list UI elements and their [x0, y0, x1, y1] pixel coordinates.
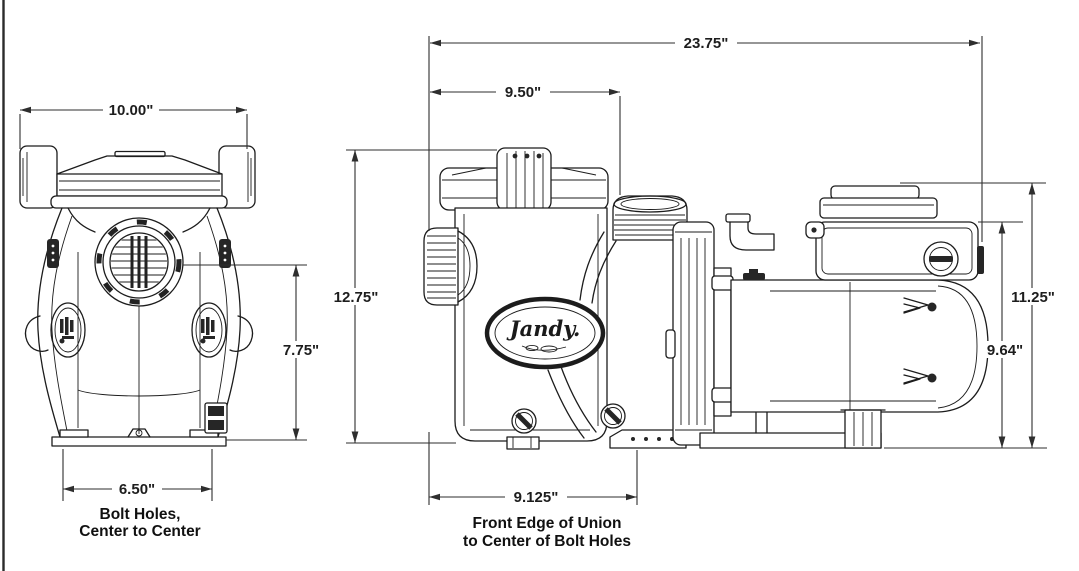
front-ear-left	[24, 315, 49, 352]
front-lid-band	[56, 173, 223, 197]
front-view-dimensions: 10.00" 7.75" 6.50" Bolt Holes, Center to…	[19, 101, 323, 540]
front-logo-pad-left	[50, 302, 86, 358]
side-drain-screw-right	[600, 403, 626, 429]
front-lid-dome	[56, 155, 223, 175]
front-caption-line1: Bolt Holes,	[100, 506, 181, 523]
front-strainer-port	[94, 217, 184, 307]
dim-front-bolt-holes: 6.50"	[119, 481, 155, 498]
front-view-drawing	[19, 145, 256, 447]
side-pot-foot	[506, 436, 540, 450]
conduit-port-dial	[923, 241, 959, 277]
side-lid-knob	[496, 147, 552, 211]
motor-drain-plug-upper	[903, 297, 937, 314]
side-seal-plate	[665, 221, 734, 446]
front-base-plate	[51, 436, 227, 447]
front-caption-line2: Center to Center	[79, 523, 200, 540]
side-strap-upper	[579, 231, 617, 304]
side-view-drawing: Jandy.	[423, 147, 989, 450]
side-caption-line2: to Center of Bolt Holes	[463, 533, 631, 550]
dim-side-front-to-union: 9.50"	[505, 84, 541, 101]
side-flange-foot	[609, 429, 687, 449]
front-clamp-ring	[50, 195, 228, 209]
side-top-union	[612, 195, 688, 241]
front-clip-left	[47, 239, 59, 268]
motor-drain-plug-lower	[903, 368, 937, 385]
jandy-mini-logo	[59, 317, 74, 344]
jandy-logo-badge: Jandy.	[484, 296, 606, 370]
front-conduit-bracket	[204, 402, 228, 434]
jandy-mini-logo	[200, 317, 215, 344]
side-drain-screw-left	[511, 408, 537, 434]
side-motor-body	[730, 269, 989, 449]
side-front-union	[423, 227, 478, 306]
rear-connector	[977, 246, 984, 274]
dim-side-union-to-bolt: 9.125"	[514, 489, 559, 506]
side-drive-controller	[805, 185, 984, 281]
dim-side-overall-length: 23.75"	[684, 35, 729, 52]
dim-side-overall-height: 11.25"	[1011, 289, 1055, 306]
dim-side-height-to-lid: 12.75"	[334, 289, 379, 306]
dim-front-width: 10.00"	[109, 102, 154, 119]
front-ear-right	[229, 315, 254, 352]
side-strap-lower	[547, 363, 597, 439]
side-drain-pipe	[725, 213, 775, 251]
side-caption-line1: Front Edge of Union	[473, 515, 622, 532]
front-logo-pad-right	[191, 302, 227, 358]
front-clip-right	[219, 239, 231, 268]
brand-label: Jandy.	[506, 316, 581, 341]
side-view-dimensions: 23.75" 9.50" 12.75" 11.25" 9.64"	[328, 34, 1061, 550]
motor-foot	[840, 409, 886, 449]
dim-front-height: 7.75"	[283, 342, 319, 359]
dim-side-motor-height: 9.64"	[987, 342, 1023, 359]
motor-top-bolt	[743, 269, 765, 280]
